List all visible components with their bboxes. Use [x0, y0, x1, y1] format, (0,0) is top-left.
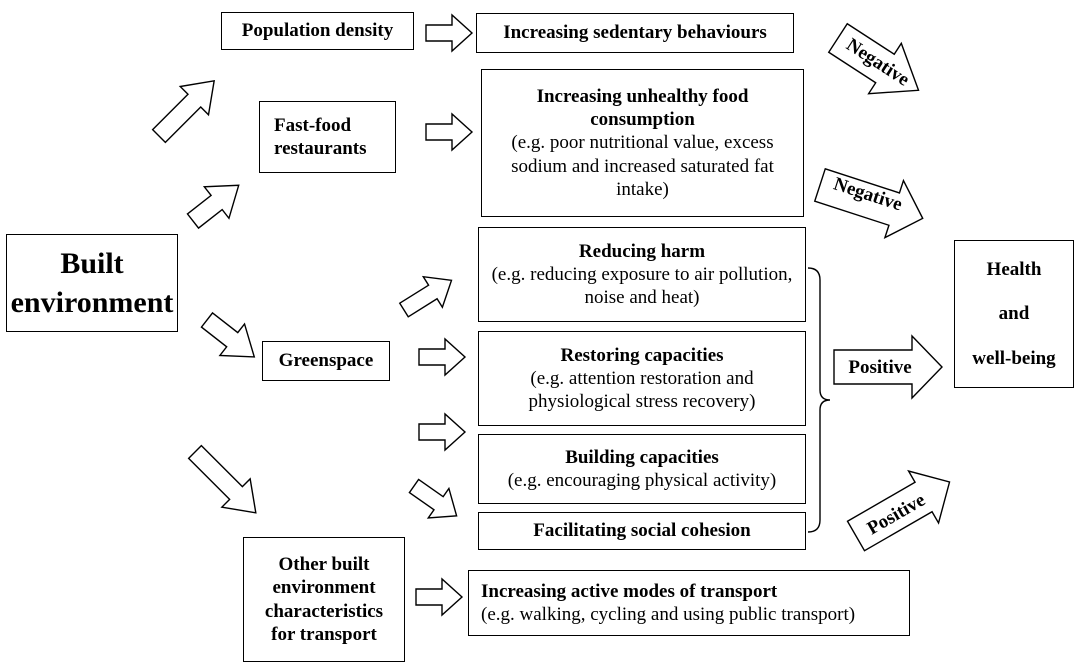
building-capacities-detail: (e.g. encouraging physical activity) [507, 470, 777, 491]
arrow-to-reducing-harm [398, 275, 453, 318]
sedentary-behaviours-box: Increasing sedentary behaviours [476, 13, 794, 53]
active-transport-detail: (e.g. walking, cycling and using public … [481, 604, 856, 625]
unhealthy-food-box: Increasing unhealthy food consumption (e… [481, 69, 804, 217]
health-label: Health [986, 258, 1042, 280]
health-wellbeing-box: Health and well-being [954, 240, 1074, 388]
arrow-positive-main [833, 334, 943, 400]
arrow-to-fast-food [186, 184, 240, 230]
reducing-harm-detail: (e.g. reducing exposure to air pollution… [491, 263, 793, 309]
population-density-label: Population density [241, 20, 394, 42]
arrow-to-building-capacities [418, 412, 467, 452]
active-transport-box: Increasing active modes of transport (e.… [468, 570, 910, 636]
arrow-to-active-transport [415, 577, 464, 617]
other-built-environment-label: Other built environment characteristics … [264, 554, 384, 645]
arrow-positive-bottom [846, 469, 951, 552]
arrow-to-population-density [151, 79, 216, 144]
other-built-environment-box: Other built environment characteristics … [243, 537, 405, 662]
arrow-to-unhealthy-food [425, 112, 474, 152]
active-transport-title: Increasing active modes of transport [481, 580, 778, 602]
unhealthy-food-detail: (e.g. poor nutritional value, excess sod… [511, 132, 774, 200]
reducing-harm-title: Reducing harm [578, 240, 706, 262]
social-cohesion-box: Facilitating social cohesion [478, 512, 806, 550]
arrow-to-greenspace [200, 311, 256, 358]
sedentary-behaviours-label: Increasing sedentary behaviours [503, 22, 767, 44]
greenspace-label: Greenspace [278, 350, 374, 372]
restoring-capacities-detail: (e.g. attention restoration and physiolo… [528, 367, 756, 413]
arrow-negative-2 [813, 167, 924, 240]
and-label: and [998, 303, 1030, 325]
arrow-to-social-cohesion [408, 478, 458, 519]
positive-label-main: Positive [848, 357, 911, 378]
restoring-capacities-box: Restoring capacities (e.g. attention res… [478, 331, 806, 426]
restoring-capacities-title: Restoring capacities [560, 344, 724, 366]
wellbeing-label: well-being [972, 348, 1056, 370]
greenspace-box: Greenspace [262, 341, 390, 381]
arrow-to-sedentary [425, 13, 474, 53]
arrow-to-restoring-capacities [418, 337, 467, 377]
fast-food-label: Fast-food restaurants [274, 114, 367, 159]
fast-food-box: Fast-food restaurants [259, 101, 396, 173]
arrow-to-other-built [187, 444, 257, 514]
reducing-harm-box: Reducing harm (e.g. reducing exposure to… [478, 227, 806, 322]
greenspace-bracket [807, 267, 831, 533]
built-environment-box: Built environment [6, 234, 178, 332]
social-cohesion-label: Facilitating social cohesion [533, 520, 751, 542]
unhealthy-food-title: Increasing unhealthy food consumption [536, 86, 749, 131]
arrow-negative-1 [827, 22, 920, 95]
built-environment-label: Built environment [10, 247, 174, 319]
population-density-box: Population density [221, 12, 414, 50]
building-capacities-box: Building capacities (e.g. encouraging ph… [478, 434, 806, 504]
building-capacities-title: Building capacities [565, 446, 719, 468]
